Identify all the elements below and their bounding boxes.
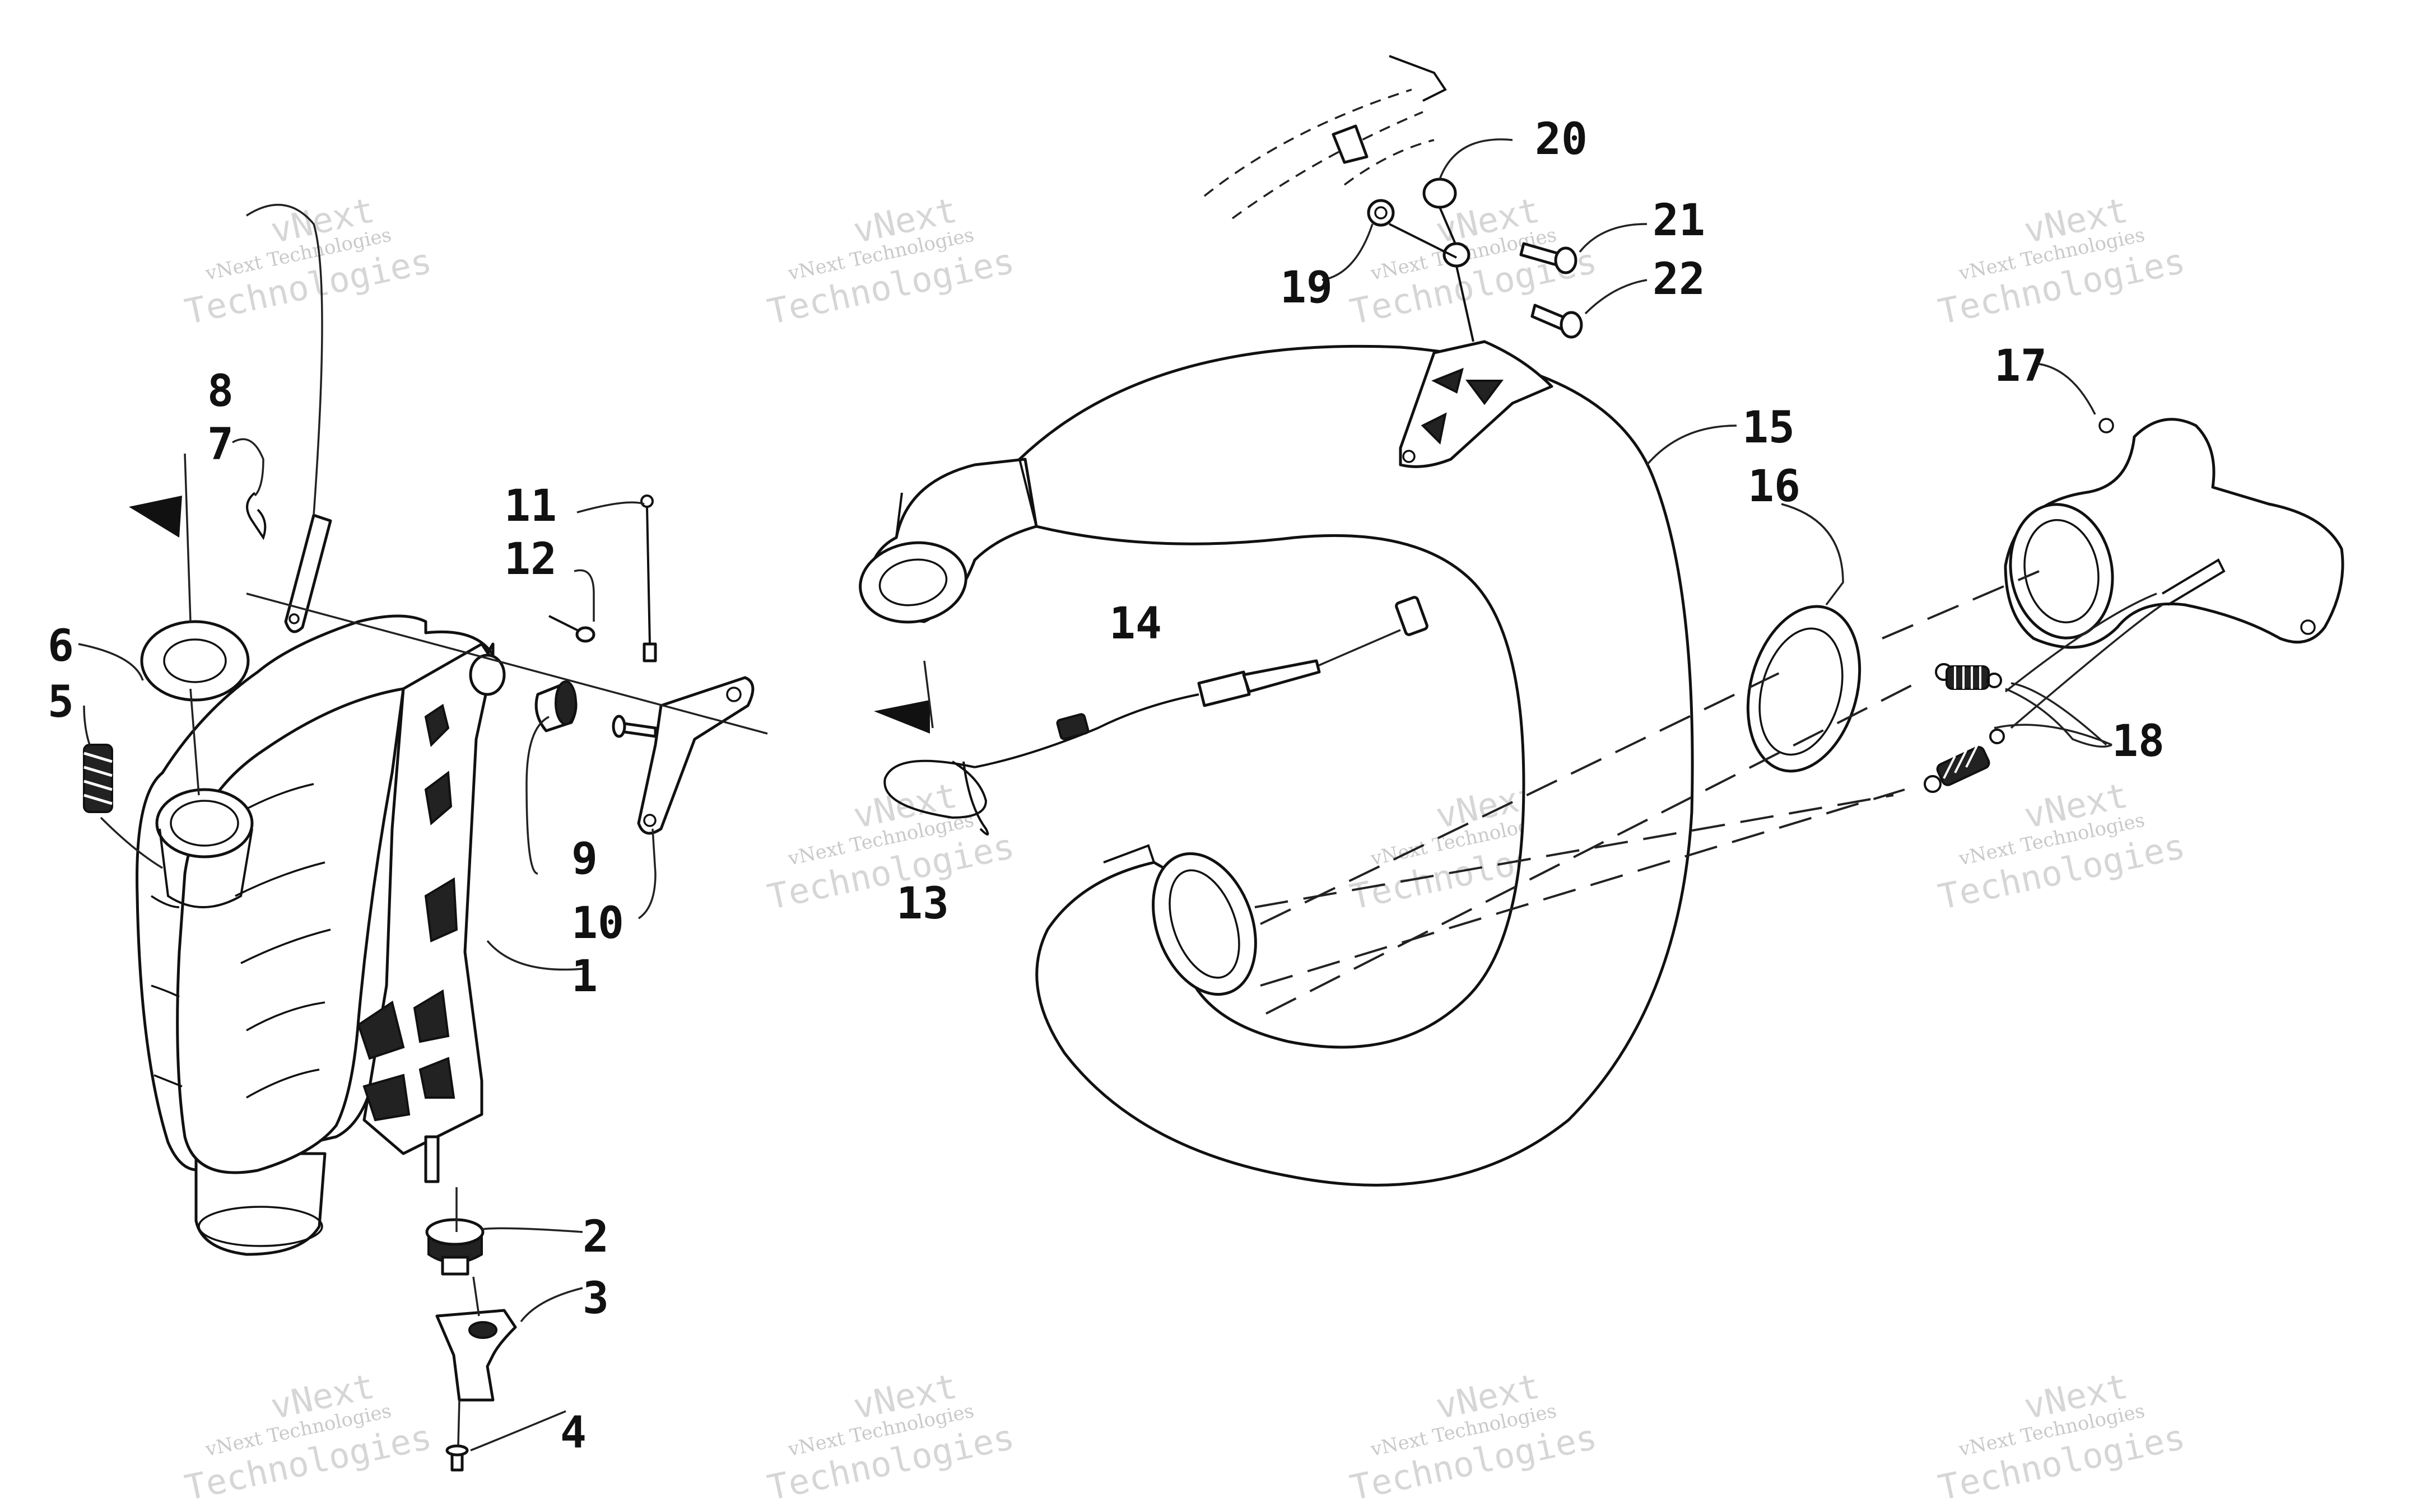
callout-12: 12 [504,534,557,585]
exhaust-pipe-15 [1018,344,1694,1187]
callout-5: 5 [48,677,74,727]
watermark: vNext vNext Technologies Technologies [182,1365,435,1508]
alignment-lines [1254,570,2040,1015]
mount-stud [424,1135,440,1183]
watermark: vNext vNext Technologies Technologies [1347,1365,1600,1508]
sensor-14 [883,596,1428,819]
callout-7: 7 [207,419,234,470]
pin-12 [548,615,583,634]
grommet-6 [140,620,250,702]
direction-arrow [874,700,930,734]
bracket-10 [637,676,755,835]
bolt-22 [1530,304,1583,339]
watermark: vNext vNext Technologies Technologies [764,1365,1018,1508]
callout-17: 17 [1994,341,2047,391]
watermark: vNext vNext Technologies Technologies [764,189,1018,332]
gasket-16 [1746,605,1861,773]
callout-8: 8 [207,366,234,417]
pipe-outlet-flange [1152,852,1257,996]
callout-11: 11 [504,481,557,531]
callout-4: 4 [560,1408,587,1458]
watermark: vNext vNext Technologies Technologies [1935,774,2189,917]
muffler-assembly [136,614,506,1256]
callout-2: 2 [583,1212,609,1262]
bushing-9 [534,680,578,732]
bushing-20 [1422,178,1457,209]
exhaust-pipe-assembly [859,340,1694,1187]
direction-arrow [129,496,182,538]
callout-22: 22 [1653,254,1705,305]
callout-16: 16 [1748,461,1800,512]
cable-11 [640,494,657,662]
clip-7 [246,492,267,540]
right-assembly [1646,363,2344,793]
spring-18a [1935,663,2002,690]
bolt-21 [1519,242,1577,274]
callout-1: 1 [571,951,598,1002]
callout-20: 20 [1535,114,1588,165]
callout-19: 19 [1280,263,1333,313]
strap-13 [962,761,989,836]
watermark: vNext vNext Technologies Technologies [182,189,435,332]
callout-14: 14 [1109,599,1162,649]
spring-18b [1924,729,2005,793]
watermark: vNext vNext Technologies Technologies [764,774,1018,917]
callout-3: 3 [583,1273,609,1324]
grommet-2 [425,1218,485,1276]
callout-18: 18 [2112,716,2165,767]
callout-9: 9 [571,834,598,884]
callout-15: 15 [1742,403,1795,453]
callout-21: 21 [1653,195,1705,246]
leader-lines-left [78,204,768,1452]
muffler-outlet [194,1152,327,1256]
watermark: vNext vNext Technologies Technologies [1935,1365,2189,1508]
top-mount-hardware [1203,55,1648,342]
callout-10: 10 [571,898,624,949]
callout-6: 6 [48,621,74,671]
watermark: vNext vNext Technologies Technologies [1935,189,2189,332]
nut-19 [1367,199,1395,227]
callout-13: 13 [896,879,949,929]
spring-5 [83,744,113,813]
callouts: 1 2 3 4 5 6 7 8 9 10 11 12 13 14 15 16 1… [48,114,2165,1458]
strap-8 [284,514,332,633]
